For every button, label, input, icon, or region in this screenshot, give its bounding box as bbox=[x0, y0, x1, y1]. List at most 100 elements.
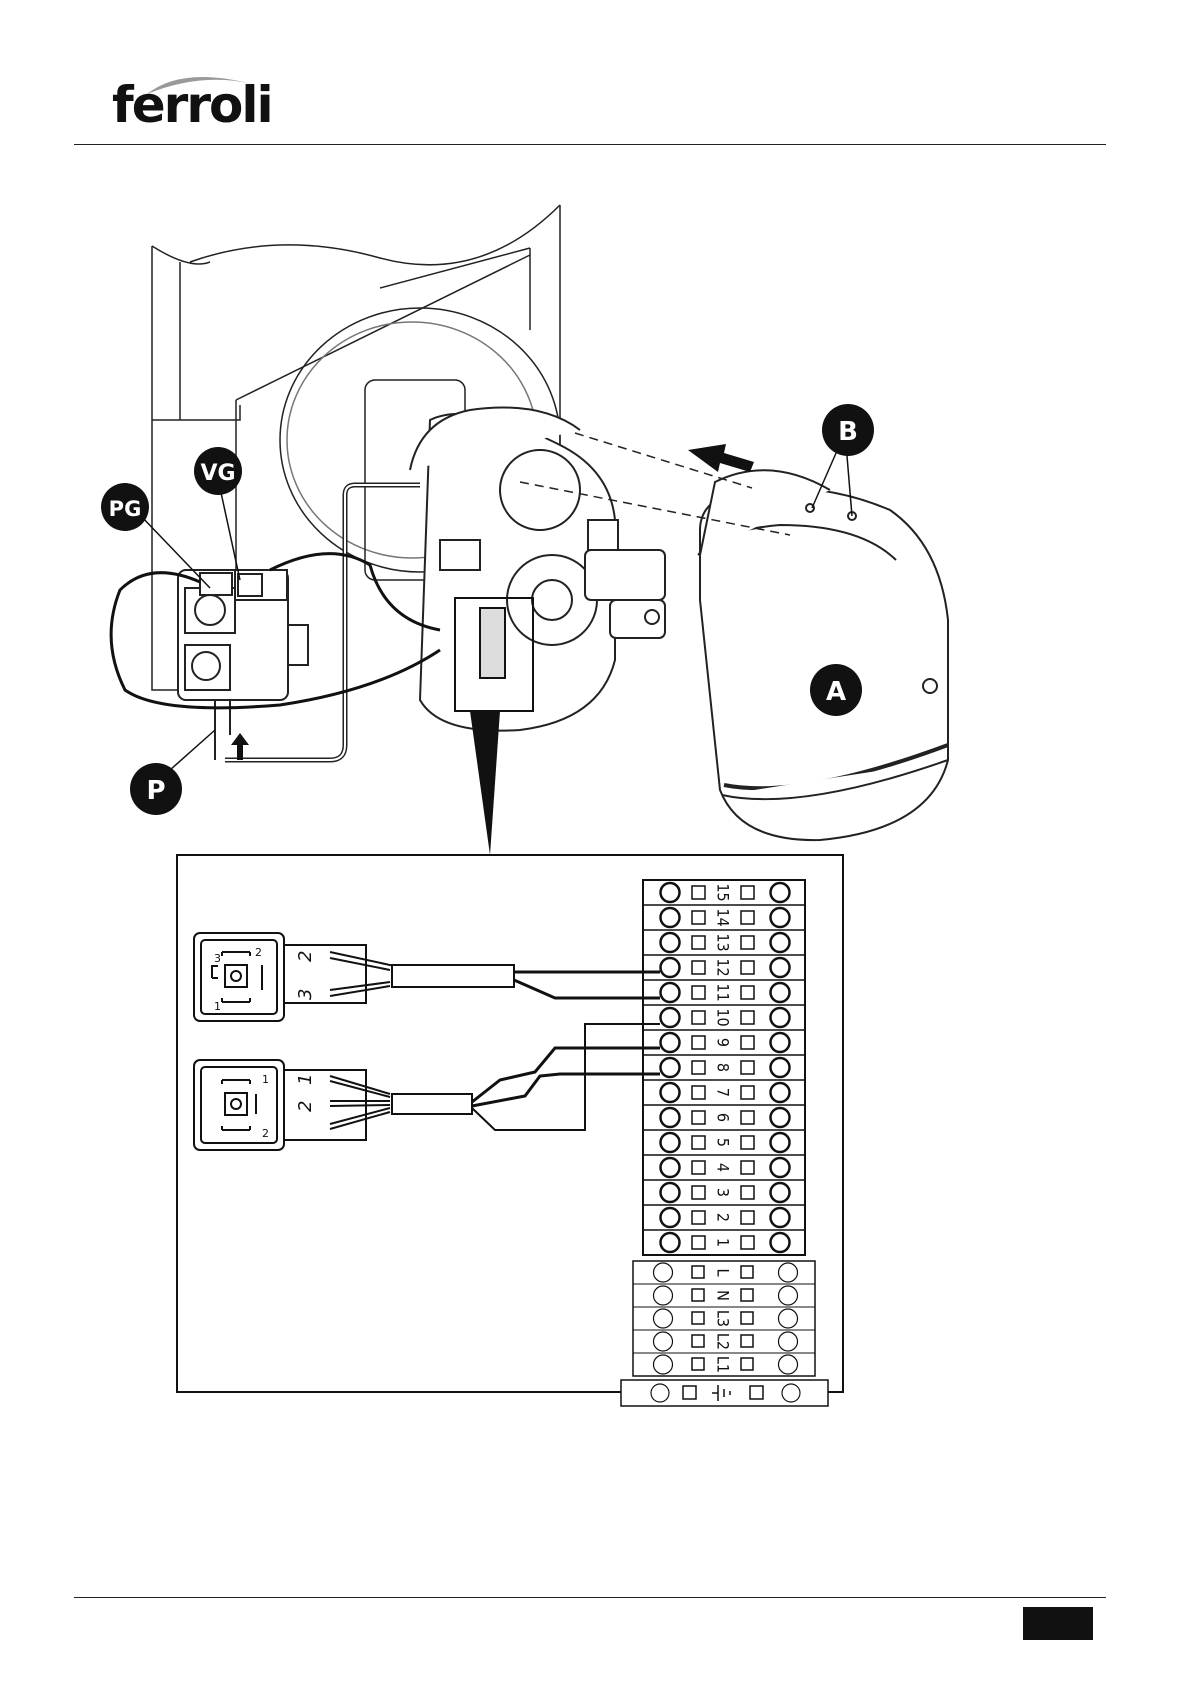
terminal-slot bbox=[692, 1086, 705, 1099]
terminal-screw bbox=[661, 958, 680, 977]
terminal-screw bbox=[771, 1133, 790, 1152]
terminal-screw bbox=[771, 1108, 790, 1127]
terminal-screw bbox=[654, 1309, 673, 1328]
terminal-slot bbox=[692, 936, 705, 949]
terminal-label-11: 11 bbox=[714, 983, 733, 1001]
callout-vg: VG bbox=[194, 447, 242, 495]
terminal-label-7: 7 bbox=[714, 1088, 733, 1097]
terminal-slot bbox=[692, 1061, 705, 1074]
terminal-screw bbox=[771, 883, 790, 902]
terminal-slot bbox=[741, 1036, 754, 1049]
terminal-screw bbox=[661, 1008, 680, 1027]
callout-b: B bbox=[822, 404, 874, 456]
terminal-screw bbox=[661, 1158, 680, 1177]
terminal-screw bbox=[661, 1133, 680, 1152]
terminal-slot bbox=[741, 1236, 754, 1249]
terminal-screw bbox=[779, 1286, 798, 1305]
svg-text:A: A bbox=[826, 677, 846, 707]
connector-top-wire-label-3: 3 bbox=[295, 989, 316, 1000]
terminal-slot bbox=[741, 1011, 754, 1024]
terminal-slot bbox=[692, 1289, 704, 1301]
terminal-screw bbox=[779, 1309, 798, 1328]
terminal-slot bbox=[692, 911, 705, 924]
terminal-slot bbox=[741, 1358, 753, 1370]
callout-p: P bbox=[130, 763, 182, 815]
terminal-label-L1: L1 bbox=[714, 1356, 733, 1373]
terminal-screw bbox=[771, 908, 790, 927]
terminal-slot bbox=[750, 1386, 763, 1399]
terminal-screw bbox=[771, 1233, 790, 1252]
terminal-label-12: 12 bbox=[714, 958, 733, 976]
terminal-slot bbox=[741, 1136, 754, 1149]
terminal-slot bbox=[692, 1312, 704, 1324]
terminal-screw bbox=[651, 1384, 669, 1402]
terminal-screw bbox=[779, 1263, 798, 1282]
terminal-label-3: 3 bbox=[714, 1188, 733, 1197]
terminal-slot bbox=[692, 1358, 704, 1370]
terminal-screw bbox=[661, 1183, 680, 1202]
terminal-slot bbox=[692, 1011, 705, 1024]
burner-cover bbox=[698, 470, 948, 840]
terminal-screw bbox=[654, 1286, 673, 1305]
burner-housing bbox=[410, 408, 665, 731]
terminal-screw bbox=[661, 933, 680, 952]
zoom-pointer bbox=[470, 711, 500, 855]
connector-top-pin-2: 2 bbox=[255, 946, 262, 959]
terminal-label-9: 9 bbox=[714, 1038, 733, 1047]
gas-flow-arrow bbox=[231, 733, 249, 760]
terminal-screw bbox=[661, 1058, 680, 1077]
footer-rule bbox=[74, 1597, 1106, 1598]
terminal-label-L2: L2 bbox=[714, 1333, 733, 1350]
connector-bottom-pin-2: 2 bbox=[262, 1127, 269, 1140]
terminal-label-4: 4 bbox=[714, 1163, 733, 1172]
terminal-slot bbox=[692, 1136, 705, 1149]
terminal-label-13: 13 bbox=[714, 933, 733, 951]
terminal-slot bbox=[741, 961, 754, 974]
gas-valve bbox=[178, 570, 308, 760]
terminal-screw bbox=[654, 1355, 673, 1374]
terminal-slot bbox=[692, 1266, 704, 1278]
terminal-screw bbox=[661, 908, 680, 927]
terminal-label-15: 15 bbox=[714, 883, 733, 901]
terminal-label-2: 2 bbox=[714, 1213, 733, 1222]
terminal-slot bbox=[741, 1289, 753, 1301]
terminal-slot bbox=[692, 1036, 705, 1049]
connector-top-pin-1: 1 bbox=[214, 1000, 221, 1013]
terminal-screw bbox=[782, 1384, 800, 1402]
svg-text:VG: VG bbox=[200, 461, 235, 486]
connector-bottom-pin-1: 1 bbox=[262, 1073, 269, 1086]
terminal-label-8: 8 bbox=[714, 1063, 733, 1072]
terminal-screw bbox=[661, 1083, 680, 1102]
terminal-label-N: N bbox=[714, 1290, 733, 1301]
terminal-slot bbox=[741, 1186, 754, 1199]
terminal-slot bbox=[741, 1312, 753, 1324]
cover-direction-arrow bbox=[688, 444, 754, 472]
terminal-screw bbox=[654, 1263, 673, 1282]
terminal-slot bbox=[692, 1186, 705, 1199]
terminal-slot bbox=[741, 1335, 753, 1347]
callout-pg: PG bbox=[101, 483, 149, 531]
terminal-screw bbox=[771, 1058, 790, 1077]
terminal-label-5: 5 bbox=[714, 1138, 733, 1147]
terminal-slot bbox=[692, 1236, 705, 1249]
terminal-screw bbox=[771, 1008, 790, 1027]
connector-top-wire-label-2: 2 bbox=[295, 951, 316, 962]
burner-wiring-illustration: B VG PG A P 151413121110987654321LNL3L2L… bbox=[0, 0, 1191, 1600]
terminal-screw bbox=[771, 958, 790, 977]
terminal-label-L3: L3 bbox=[714, 1310, 733, 1327]
terminal-slot bbox=[741, 1211, 754, 1224]
terminal-screw bbox=[771, 1083, 790, 1102]
terminal-slot bbox=[692, 886, 705, 899]
terminal-screw bbox=[771, 983, 790, 1002]
terminal-slot bbox=[741, 936, 754, 949]
connector-bottom-wire-label-1: 1 bbox=[295, 1074, 316, 1085]
terminal-slot bbox=[741, 911, 754, 924]
terminal-slot bbox=[692, 1111, 705, 1124]
terminal-slot bbox=[692, 1211, 705, 1224]
terminal-screw bbox=[771, 1158, 790, 1177]
terminal-screw bbox=[779, 1332, 798, 1351]
terminal-screw bbox=[771, 1183, 790, 1202]
svg-text:PG: PG bbox=[109, 497, 142, 521]
callout-a: A bbox=[810, 664, 862, 716]
